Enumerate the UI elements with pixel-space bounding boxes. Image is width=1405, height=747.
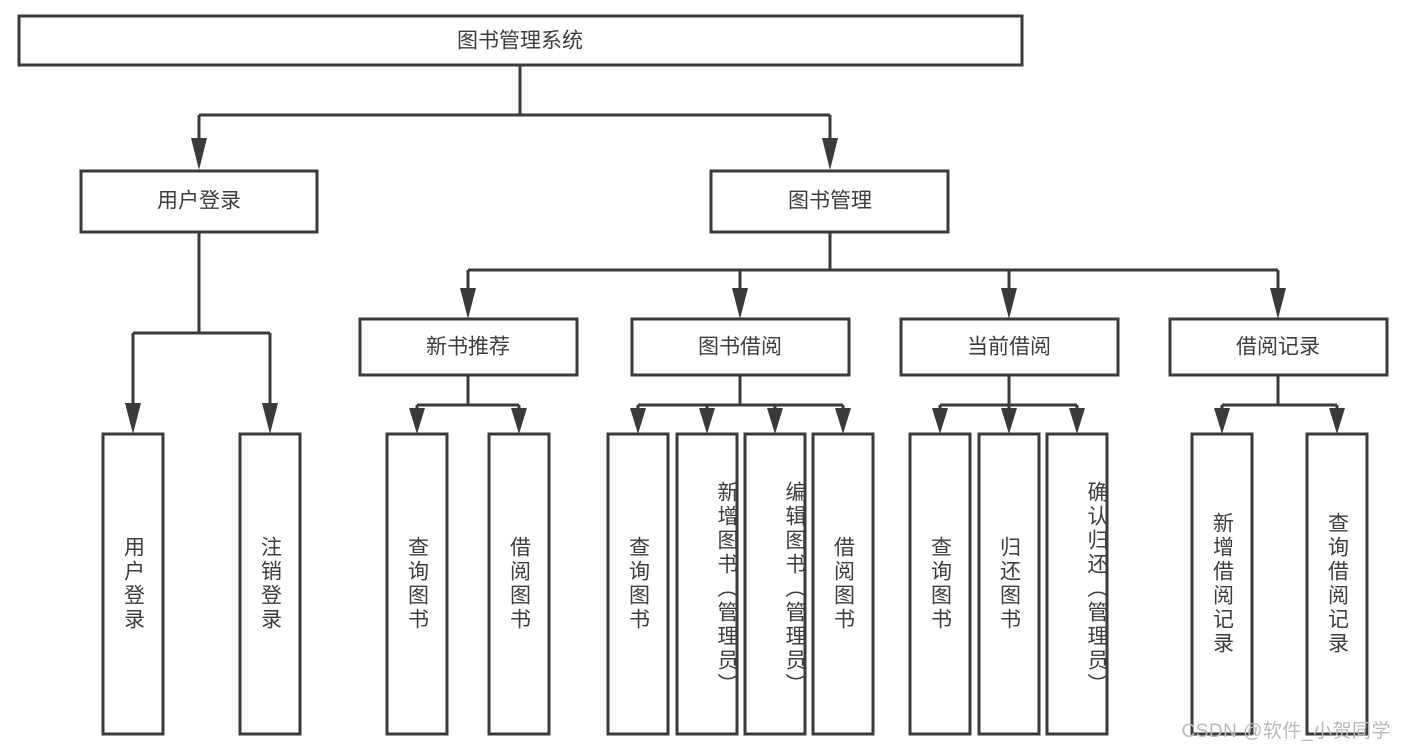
arrow-book-mgmt (822, 138, 838, 170)
connector-borrow-to-leaves (630, 375, 851, 434)
node-book-management-label: 图书管理 (788, 190, 872, 213)
arrow-l3-1 (732, 288, 748, 319)
node-current-borrow[interactable]: 当前借阅 (899, 317, 1120, 377)
leaf-box-borrow-record-0[interactable] (1190, 432, 1254, 736)
connector-newbook-to-leaves (409, 375, 527, 434)
arrow-user-login (191, 138, 207, 170)
node-user-login-label: 用户登录 (157, 190, 241, 213)
arrow-nb-1 (511, 408, 527, 434)
node-borrow-record-label: 借阅记录 (1236, 336, 1320, 359)
node-borrow-record[interactable]: 借阅记录 (1168, 317, 1389, 377)
leaf-box-user-login-0[interactable] (101, 432, 165, 736)
node-new-book-recommend-label: 新书推荐 (426, 336, 510, 359)
arrow-bb-2 (767, 408, 783, 434)
leaf-box-user-login-1[interactable] (238, 432, 302, 736)
connector-userlogin-to-leaves (125, 232, 278, 434)
node-new-book-recommend-box[interactable] (358, 317, 579, 377)
leaf-box-book-borrow-3[interactable] (811, 432, 875, 736)
leaf-box-new-book-0[interactable] (385, 432, 449, 736)
arrow-l3-3 (1270, 288, 1286, 319)
node-user-login[interactable]: 用户登录 (79, 169, 319, 234)
node-user-login-box[interactable] (79, 169, 319, 234)
arrow-cb-0 (932, 408, 948, 434)
arrow-ul-0 (125, 403, 141, 434)
arrow-l3-0 (460, 288, 476, 319)
arrow-bb-0 (630, 408, 646, 434)
arrow-br-0 (1214, 408, 1230, 434)
arrow-l3-2 (1001, 288, 1017, 319)
node-book-management-box[interactable] (709, 169, 950, 234)
arrow-nb-0 (409, 408, 425, 434)
connector-current-to-leaves (932, 375, 1085, 434)
node-borrow-record-box[interactable] (1168, 317, 1389, 377)
node-book-borrow-box[interactable] (630, 317, 851, 377)
arrow-cb-1 (1001, 408, 1017, 434)
connector-root-to-level2 (191, 65, 838, 170)
leaf-box-borrow-record-1[interactable] (1305, 432, 1369, 736)
leaf-box-current-borrow-1[interactable] (977, 432, 1041, 736)
node-book-borrow[interactable]: 图书借阅 (630, 317, 851, 377)
node-root-box[interactable] (17, 14, 1024, 67)
connector-bookmgmt-to-level3 (460, 232, 1286, 319)
leaf-box-new-book-1[interactable] (487, 432, 551, 736)
leaf-box-current-borrow-0[interactable] (908, 432, 972, 736)
leaf-box-book-borrow-1[interactable] (675, 432, 739, 736)
arrow-bb-1 (699, 408, 715, 434)
leaf-box-book-borrow-2[interactable] (743, 432, 807, 736)
leaf-box-current-borrow-2[interactable] (1045, 432, 1109, 736)
node-root-label: 图书管理系统 (457, 30, 583, 53)
node-current-borrow-label: 当前借阅 (967, 336, 1051, 359)
node-current-borrow-box[interactable] (899, 317, 1120, 377)
arrow-ul-1 (262, 403, 278, 434)
leaf-box-book-borrow-0[interactable] (606, 432, 670, 736)
node-book-borrow-label: 图书借阅 (698, 336, 782, 359)
arrow-cb-2 (1069, 408, 1085, 434)
node-root[interactable]: 图书管理系统 (17, 14, 1024, 67)
node-new-book-recommend[interactable]: 新书推荐 (358, 317, 579, 377)
node-book-management[interactable]: 图书管理 (709, 169, 950, 234)
arrow-bb-3 (835, 408, 851, 434)
arrow-br-1 (1329, 408, 1345, 434)
connector-record-to-leaves (1214, 375, 1345, 434)
csdn-watermark: CSDN @软件_小贺同学 (1181, 721, 1391, 742)
